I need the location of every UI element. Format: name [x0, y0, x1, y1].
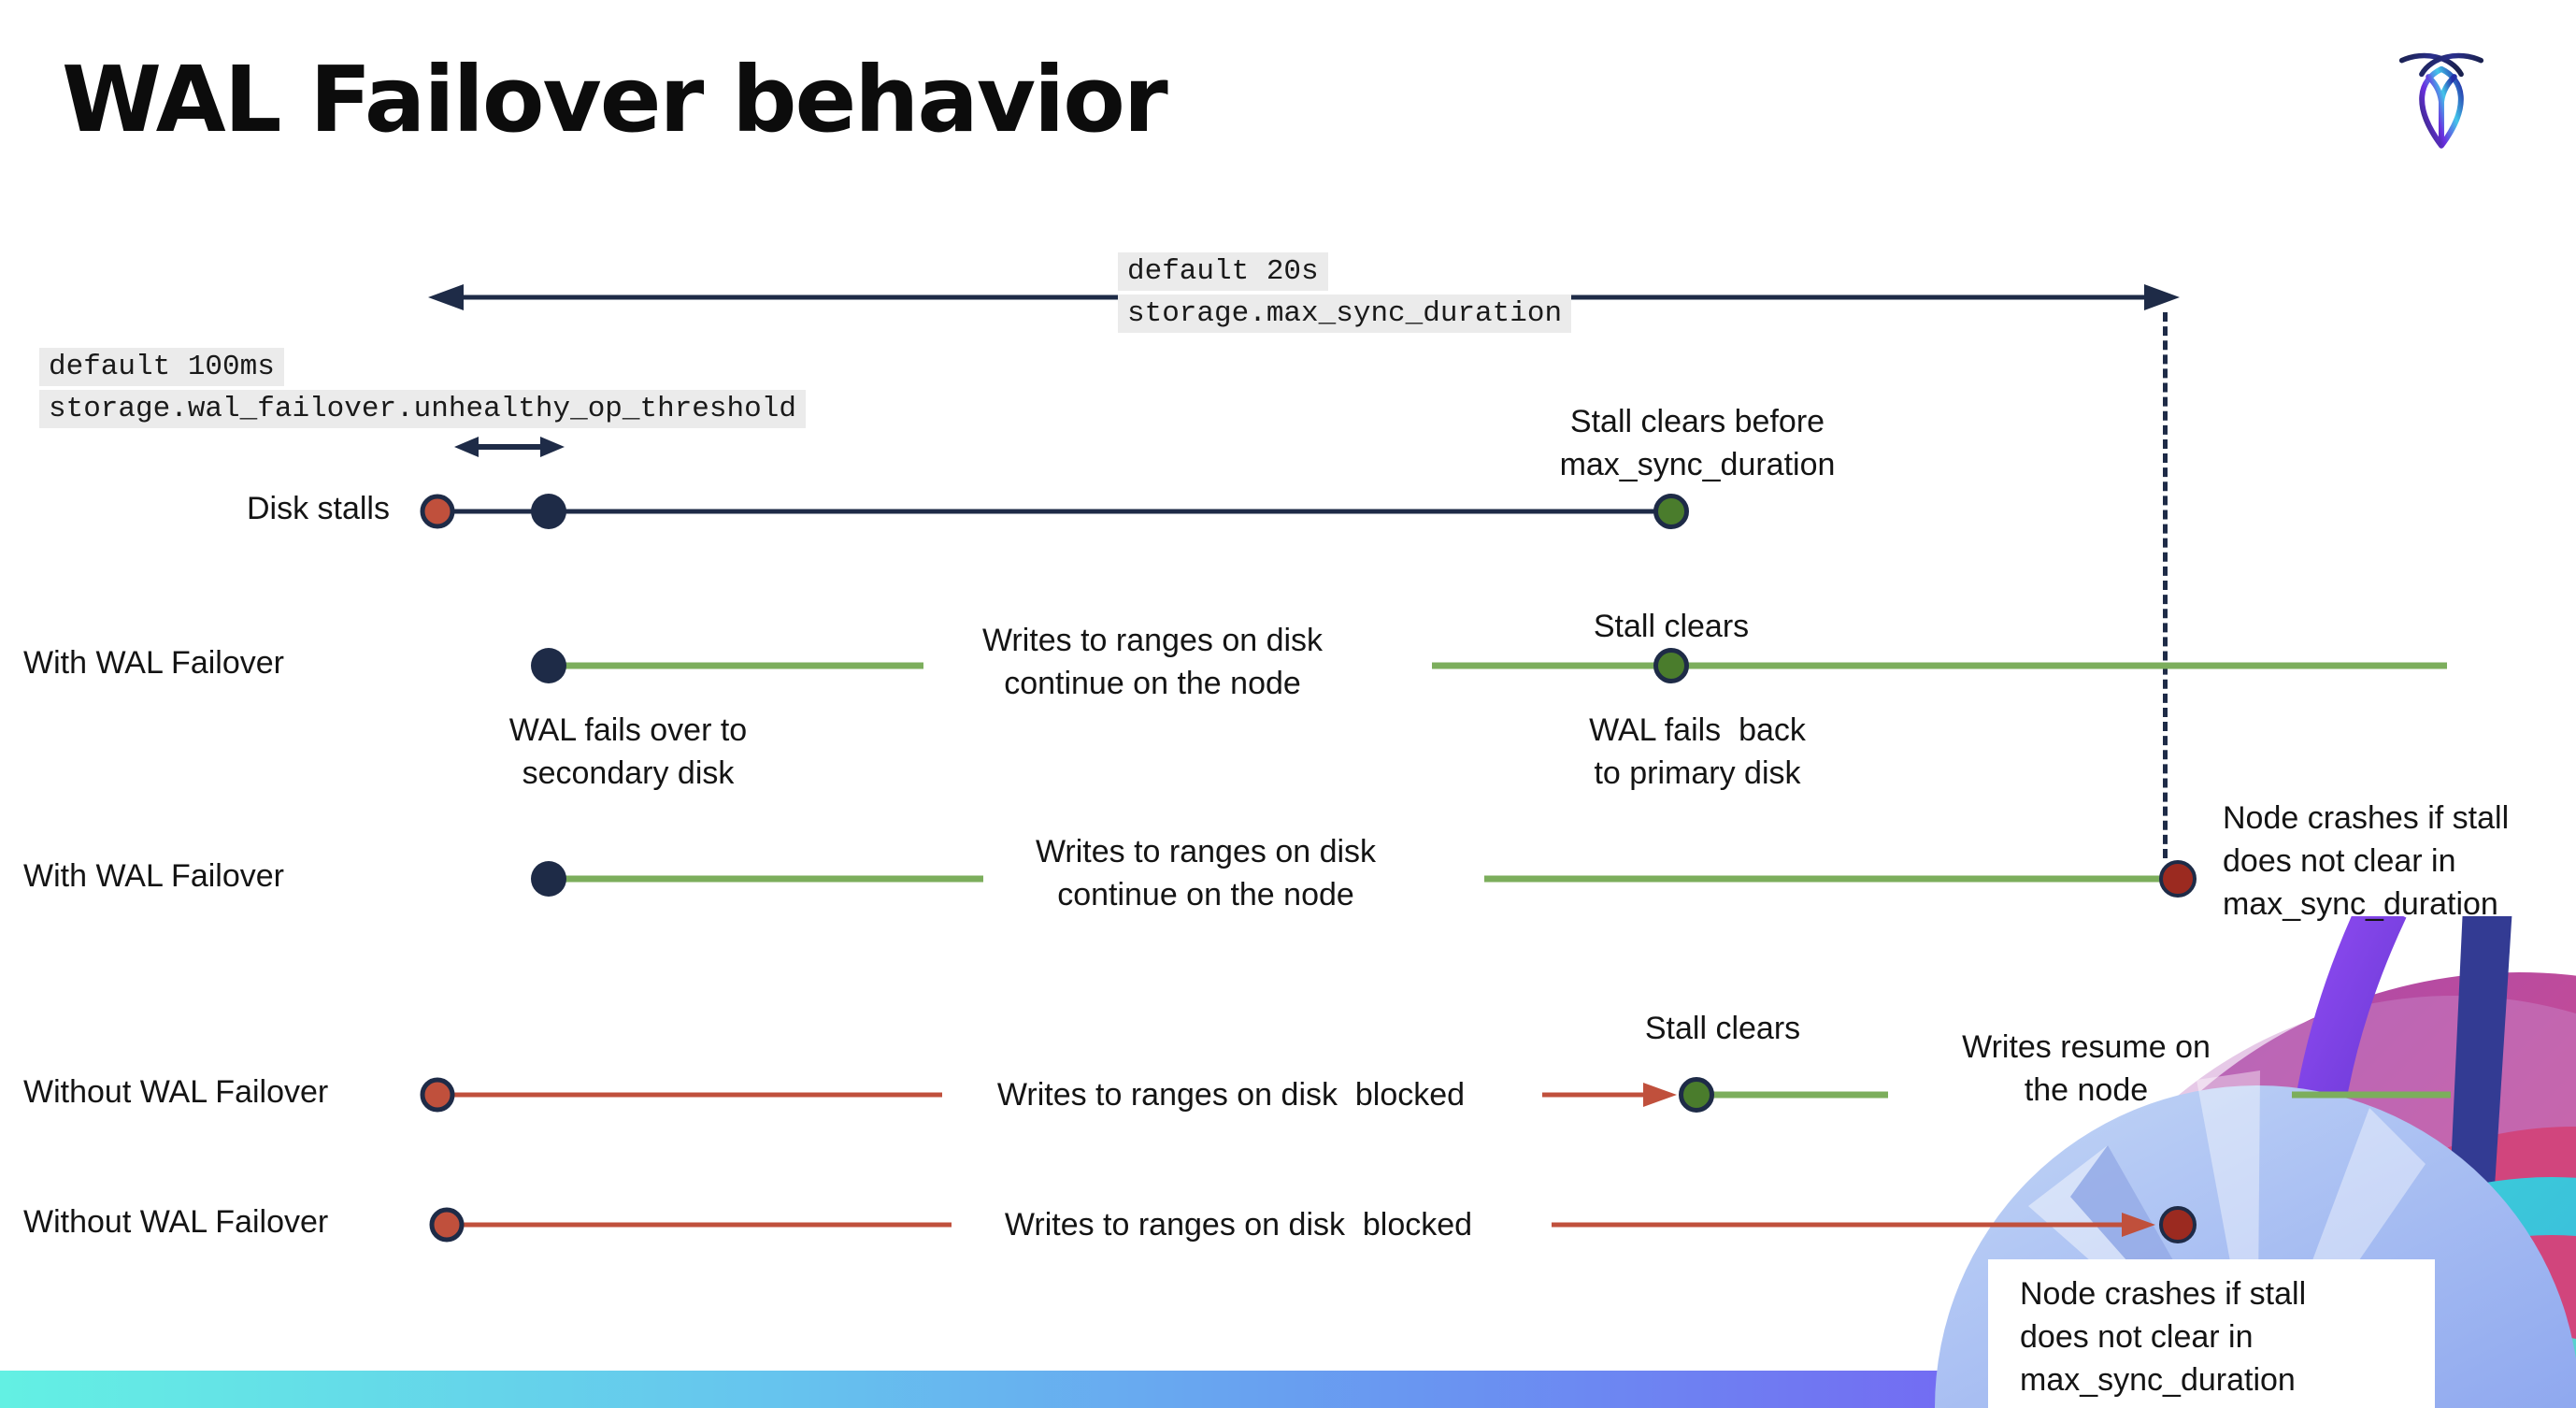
writes-blocked-line [1552, 1222, 2124, 1228]
failover-dot [531, 648, 566, 683]
row-label-with-wal-failover-2: With WAL Failover [23, 858, 284, 894]
stall-clears-note: Stall clears [1593, 609, 1750, 644]
threshold-reached-dot [531, 494, 566, 529]
writes-continue-note: Writes to ranges on disk continue on the… [981, 623, 1324, 701]
threshold-default-label: default 100ms [39, 348, 284, 386]
crash-note-box: Node crashes if stall does not clear in … [1988, 1259, 2435, 1408]
arrowhead-left-icon [454, 437, 479, 457]
stall-clears-note: Stall clears [1644, 1011, 1801, 1046]
without-wal-2-crash-note: Node crashes if stall does not clear in … [2020, 1276, 2307, 1398]
writes-blocked-note: Writes to ranges on disk blocked [996, 1077, 1466, 1113]
writes-continue-line [1432, 662, 2447, 669]
max-sync-deadline-dashed-line [2163, 312, 2168, 858]
writes-resume-line [1696, 1091, 1888, 1099]
stall-start-dot [420, 1077, 455, 1113]
node-crash-dot [2159, 1206, 2197, 1243]
stall-clears-before-note: Stall clears before max_sync_duration [1559, 404, 1836, 482]
row-label-without-wal-failover-1: Without WAL Failover [23, 1074, 329, 1110]
stall-start-dot [429, 1207, 465, 1243]
stall-clears-dot [1679, 1077, 1714, 1113]
failover-note: WAL fails over to secondary disk [508, 712, 748, 791]
threshold-setting-name: storage.wal_failover.unhealthy_op_thresh… [39, 390, 806, 428]
writes-continue-note: Writes to ranges on disk continue on the… [1035, 834, 1377, 912]
writes-resume-note: Writes resume on the node [1962, 1029, 2211, 1108]
node-crash-note: Node crashes if stall does not clear in … [2223, 800, 2510, 922]
writes-continue-line [555, 662, 923, 669]
writes-continue-line [1484, 875, 2161, 883]
arrowhead-left-icon [428, 284, 464, 310]
max-sync-default-label: default 20s [1118, 252, 1328, 291]
stall-clears-dot [1653, 648, 1689, 683]
writes-blocked-line [1542, 1092, 1645, 1098]
writes-blocked-line [447, 1222, 952, 1228]
arrowhead-right-icon [1643, 1083, 1677, 1107]
arrowhead-right-icon [540, 437, 565, 457]
cockroachdb-logo-icon [2398, 52, 2484, 149]
arrowhead-right-icon [2122, 1213, 2155, 1237]
max-sync-setting-name: storage.max_sync_duration [1118, 295, 1572, 333]
row-label-disk-stalls: Disk stalls [246, 491, 390, 526]
stall-clears-dot [1653, 494, 1689, 529]
threshold-span-line [477, 444, 540, 450]
failover-dot [531, 861, 566, 897]
disk-stall-timeline [437, 509, 1671, 514]
row-label-without-wal-failover-2: Without WAL Failover [23, 1204, 329, 1240]
arrowhead-right-icon [2144, 284, 2180, 310]
writes-resume-line [2292, 1091, 2451, 1099]
writes-blocked-note: Writes to ranges on disk blocked [1004, 1207, 1473, 1243]
stall-start-dot [420, 494, 455, 529]
node-crash-dot [2159, 860, 2197, 898]
failback-note: WAL fails back to primary disk [1589, 712, 1806, 791]
page-title: WAL Failover behavior [62, 47, 1168, 152]
writes-blocked-line [437, 1092, 942, 1098]
writes-continue-line [555, 875, 983, 883]
row-label-with-wal-failover-1: With WAL Failover [23, 645, 284, 681]
